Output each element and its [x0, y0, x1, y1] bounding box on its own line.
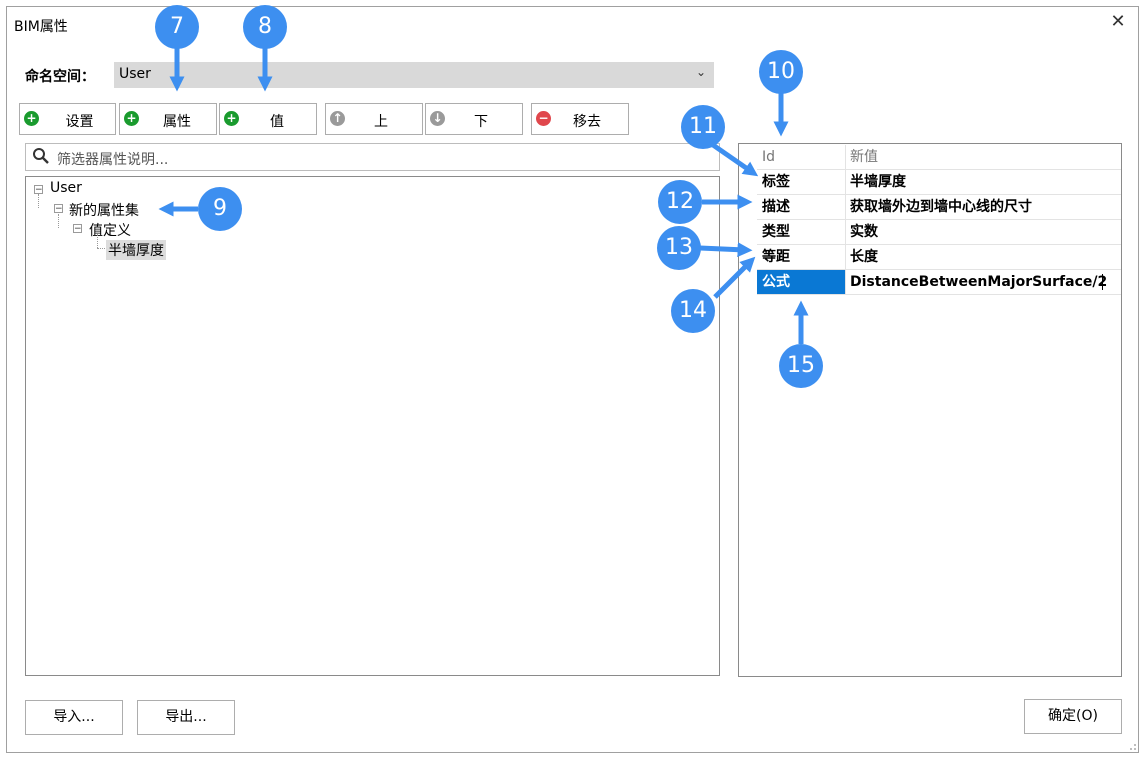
text-cursor — [1102, 274, 1103, 290]
callout-marker: 12 — [658, 180, 702, 224]
add-icon: + — [24, 111, 39, 126]
remove-icon: − — [536, 111, 551, 126]
callout-arrow — [699, 242, 753, 258]
move-up-button[interactable]: ↑ 上 — [325, 103, 423, 135]
grid-header-key: Id — [757, 145, 846, 169]
tree-node-half-wall-thickness[interactable]: 半墙厚度 — [106, 240, 166, 260]
callout-marker: 14 — [671, 289, 715, 333]
add-setting-button[interactable]: + 设置 — [19, 103, 116, 135]
add-property-button[interactable]: + 属性 — [119, 103, 217, 135]
tree-node-user[interactable]: User — [50, 180, 82, 196]
grid-key: 等距 — [757, 245, 846, 269]
add-value-button[interactable]: + 值 — [219, 103, 317, 135]
move-down-label: 下 — [474, 114, 488, 130]
close-icon[interactable]: ✕ — [1110, 11, 1126, 32]
callout-marker: 11 — [681, 105, 725, 149]
ok-button[interactable]: 确定(O) — [1024, 699, 1122, 734]
grid-row-formula[interactable]: 公式 DistanceBetweenMajorSurface/2 — [757, 270, 1121, 295]
formula-input[interactable]: DistanceBetweenMajorSurface/2 — [850, 274, 1108, 290]
add-icon: + — [124, 111, 139, 126]
collapse-icon[interactable]: − — [73, 224, 82, 234]
tree-connector — [38, 194, 39, 208]
window-title: BIM属性 — [14, 19, 68, 35]
grid-row-offset[interactable]: 等距 长度 — [757, 245, 1121, 270]
move-down-button[interactable]: ↓ 下 — [425, 103, 523, 135]
grid-value[interactable]: 长度 — [850, 249, 878, 265]
grid-header-value: 新值 — [850, 149, 878, 165]
namespace-label: 命名空间： — [25, 69, 95, 85]
callout-marker: 13 — [657, 226, 701, 270]
search-placeholder: 筛选器属性说明... — [57, 152, 169, 168]
grid-key-selected: 公式 — [757, 270, 846, 294]
namespace-dropdown[interactable]: User ⌄ — [114, 62, 714, 88]
remove-button[interactable]: − 移去 — [531, 103, 629, 135]
grid-header-row: Id 新值 — [757, 145, 1121, 170]
grid-value[interactable]: 实数 — [850, 224, 878, 240]
add-setting-label: 设置 — [65, 114, 94, 130]
grid-value[interactable]: 获取墙外边到墙中心线的尺寸 — [850, 199, 1032, 215]
namespace-value: User — [119, 66, 151, 82]
add-value-label: 值 — [270, 114, 284, 130]
callout-arrow — [711, 142, 759, 177]
grid-row-type[interactable]: 类型 实数 — [757, 220, 1121, 245]
move-up-label: 上 — [374, 114, 388, 130]
grid-row-description[interactable]: 描述 获取墙外边到墙中心线的尺寸 — [757, 195, 1121, 220]
property-tree[interactable]: − User − 新的属性集 − 值定义 半墙厚度 — [25, 176, 720, 676]
callout-marker: 9 — [198, 187, 242, 231]
tree-connector — [58, 214, 59, 228]
search-icon — [33, 148, 49, 164]
grid-value[interactable]: 半墙厚度 — [850, 174, 906, 190]
tree-node-value-definition[interactable]: 值定义 — [89, 223, 131, 239]
arrow-up-icon: ↑ — [330, 111, 345, 126]
grid-key: 描述 — [757, 195, 846, 219]
property-grid: Id 新值 标签 半墙厚度 描述 获取墙外边到墙中心线的尺寸 类型 实数 等距 … — [738, 143, 1122, 677]
add-property-label: 属性 — [163, 114, 191, 130]
callout-marker: 8 — [243, 5, 287, 49]
tree-connector — [97, 234, 98, 248]
grid-row-label[interactable]: 标签 半墙厚度 — [757, 170, 1121, 195]
grid-key: 类型 — [757, 220, 846, 244]
callout-marker: 7 — [155, 5, 199, 49]
collapse-icon[interactable]: − — [54, 204, 63, 214]
grid-key: 标签 — [757, 170, 846, 194]
add-icon: + — [224, 111, 239, 126]
filter-search-input[interactable]: 筛选器属性说明... — [25, 143, 720, 171]
import-button[interactable]: 导入... — [25, 700, 123, 735]
collapse-icon[interactable]: − — [34, 185, 43, 195]
tree-connector — [97, 248, 105, 249]
chevron-down-icon: ⌄ — [695, 65, 706, 79]
arrow-down-icon: ↓ — [430, 111, 445, 126]
callout-marker: 10 — [759, 50, 803, 94]
callout-arrow — [713, 256, 756, 299]
resize-grip-icon[interactable] — [1127, 741, 1137, 751]
callout-marker: 15 — [779, 344, 823, 388]
tree-node-property-set[interactable]: 新的属性集 — [69, 203, 139, 219]
remove-label: 移去 — [573, 114, 601, 130]
export-button[interactable]: 导出... — [137, 700, 235, 735]
